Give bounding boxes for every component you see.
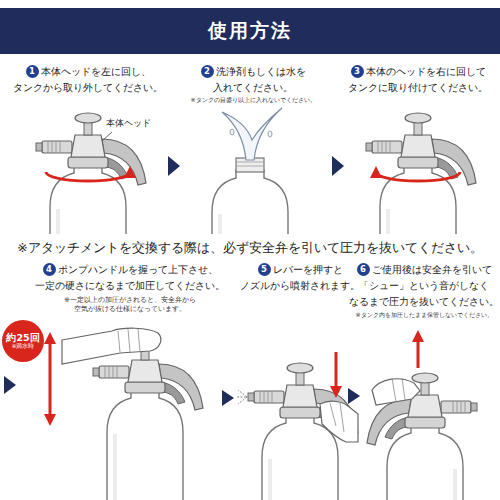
node-text: 4 [46, 265, 52, 274]
hand [372, 379, 420, 405]
step-number: 3 [351, 65, 364, 78]
finger-lines [118, 329, 140, 352]
tank [387, 425, 463, 500]
title: 使用方法 [0, 8, 500, 54]
thread-lines [236, 162, 264, 166]
hand [62, 328, 161, 364]
node-text: ※満水時 [12, 343, 35, 349]
step-chevron [348, 388, 360, 404]
sprayer-head [366, 113, 476, 185]
droplet [230, 129, 234, 135]
step-text: レバーを押すと ノズルから噴射されます。 [238, 262, 362, 294]
finger-lines [392, 378, 405, 402]
sprayer [93, 338, 203, 500]
sprayer [367, 373, 477, 500]
row-one-pictures [36, 108, 476, 234]
step-text: ご使用後は安全弁を引いて 「シュー」という音がしなく なるまで圧力を抜いてくださ… [349, 262, 499, 310]
step-number: 5 [258, 263, 271, 276]
tank [212, 170, 288, 234]
step-chevron [332, 156, 344, 176]
leader-line [102, 132, 112, 141]
count-badge: 約25回※満水時 [2, 320, 44, 362]
turn-arrow [46, 172, 130, 181]
step-chevron [4, 376, 16, 394]
title-band [0, 8, 500, 54]
note: ※タンク内を加圧したまま保管しないでください。 [349, 311, 499, 319]
node-text: 2 [204, 67, 210, 76]
hand [320, 401, 358, 442]
step-chevron [168, 156, 180, 176]
tank [50, 165, 126, 234]
water-stream [222, 108, 282, 160]
sprayer [36, 113, 146, 234]
spray-lines [236, 390, 247, 404]
step-number: 4 [43, 263, 56, 276]
sprayer-head [367, 373, 477, 445]
note: ※タンクの目盛り以上に入れないでください。 [172, 96, 334, 104]
node-text: 約25回 [6, 333, 39, 343]
step-number: 6 [357, 263, 370, 276]
note: ※一定以上の加圧がされると、安全弁から 空気が抜ける仕様になっています。 [35, 296, 225, 314]
turn-arrow [376, 172, 460, 181]
sprayer [248, 363, 358, 500]
step-number: 2 [201, 65, 214, 78]
step-text: ポンプハンドルを握って上下させ、 一定の硬さになるまで加圧してください。 [25, 262, 235, 294]
step-number: 1 [26, 65, 39, 78]
press-arrow [335, 352, 338, 392]
finger-lines [330, 403, 344, 432]
warning-note: ※アタッチメントを交換する際は、必ず安全弁を引いて圧力を抜いてください。 [10, 239, 490, 256]
sprayer [366, 113, 476, 234]
tank [380, 165, 456, 234]
node-text: 3 [354, 67, 360, 76]
step-text: 洗浄剤もしくは水を 入れてください。 [172, 64, 334, 96]
open-tank [212, 170, 288, 234]
droplet [268, 131, 272, 137]
pull-arrow [417, 336, 420, 368]
node-text: 1 [29, 67, 35, 76]
node-text: 6 [360, 265, 366, 274]
pump-arrow [49, 338, 52, 420]
step-chevron [222, 390, 234, 406]
node-text: 5 [261, 265, 267, 274]
part-label: 本体ヘッド [106, 118, 166, 129]
tank [107, 390, 183, 500]
